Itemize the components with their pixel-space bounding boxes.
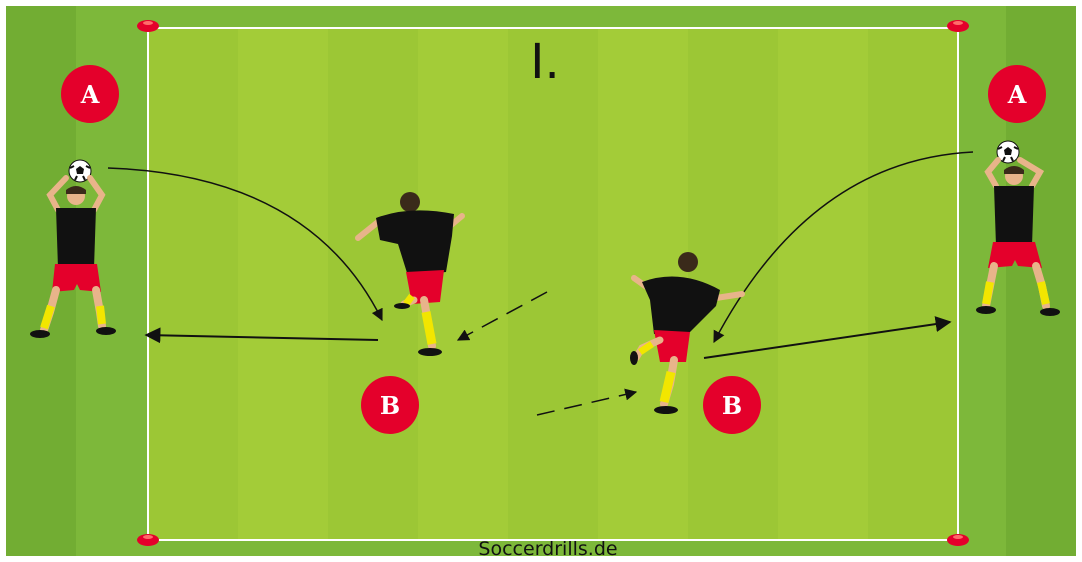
marker-a-left: A bbox=[61, 65, 119, 123]
field-boundary bbox=[147, 27, 959, 541]
cone-top-right bbox=[947, 20, 969, 32]
player-a-right bbox=[976, 140, 1060, 316]
svg-text:B: B bbox=[380, 391, 400, 420]
cone-bottom-right bbox=[947, 534, 969, 546]
soccer-ball-icon bbox=[68, 159, 92, 183]
svg-text:A: A bbox=[1007, 80, 1027, 109]
pass-arrow-b-left-to-a-left bbox=[144, 327, 379, 344]
cone-top-left bbox=[137, 20, 159, 32]
marker-a-right: A bbox=[988, 65, 1046, 123]
soccer-ball-icon bbox=[996, 140, 1020, 164]
marker-b-left: B bbox=[361, 376, 419, 434]
drill-title: I. bbox=[530, 34, 559, 90]
field-stripes bbox=[148, 28, 958, 540]
run-arrow-b-left bbox=[456, 291, 548, 341]
svg-text:A: A bbox=[80, 80, 100, 109]
marker-b-right: B bbox=[703, 376, 761, 434]
pass-arrow-a-left-to-b-left bbox=[107, 167, 383, 322]
pass-arrow-b-right-to-a-right bbox=[703, 316, 952, 359]
player-b-left bbox=[355, 192, 465, 356]
player-a-left bbox=[30, 159, 116, 338]
run-arrow-b-right bbox=[536, 388, 638, 416]
footer-credit: Soccerdrills.de bbox=[478, 538, 617, 560]
svg-text:B: B bbox=[722, 391, 742, 420]
cone-bottom-left bbox=[137, 534, 159, 546]
player-b-right bbox=[630, 252, 745, 414]
